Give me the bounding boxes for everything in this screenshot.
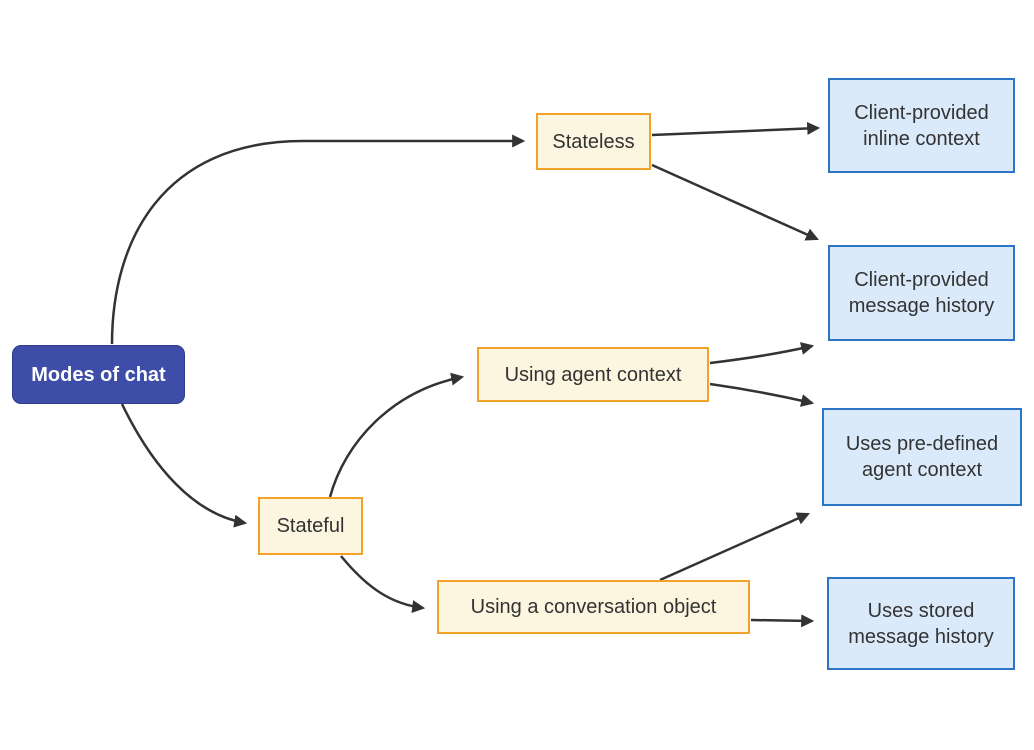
node-client-provided-inline-context-label: Client-provided inline context [854,101,989,150]
node-stateless-label: Stateless [552,130,635,153]
edge-stateful-to-agent-context [328,372,465,498]
edge-stateless-to-inline-context [651,121,821,137]
node-uses-predefined-agent-context-label: Uses pre-defined agent context [845,433,999,481]
node-stateful: Stateful [258,497,363,555]
node-stateful-label: Stateful [276,515,345,537]
node-client-provided-inline-context: Client-provided inline context [828,78,1015,173]
node-using-conversation-object-label: Using a conversation object [470,596,717,618]
node-client-provided-message-history-label: Client-provided message history [848,269,995,317]
edge-agent-context-to-message-history [709,342,815,365]
node-modes-of-chat-label: Modes of chat [31,363,166,386]
node-uses-predefined-agent-context: Uses pre-defined agent context [822,408,1022,506]
edge-conversation-to-predefined [659,512,810,582]
edge-modes-to-stateful [120,403,248,528]
node-client-provided-message-history: Client-provided message history [828,245,1015,341]
node-uses-stored-message-history-label: Uses stored message history [848,599,994,648]
node-stateless: Stateless [536,113,651,170]
edge-stateful-to-conversation [340,555,426,614]
edge-modes-to-stateless [110,134,526,345]
edge-stateless-to-message-history [651,163,819,241]
node-using-conversation-object: Using a conversation object [437,580,750,634]
edge-agent-context-to-predefined [709,382,815,407]
node-modes-of-chat: Modes of chat [12,345,185,404]
node-using-agent-context: Using agent context [477,347,709,402]
edge-conversation-to-stored-history [750,614,815,628]
node-uses-stored-message-history: Uses stored message history [827,577,1015,670]
node-using-agent-context-label: Using agent context [504,363,682,386]
